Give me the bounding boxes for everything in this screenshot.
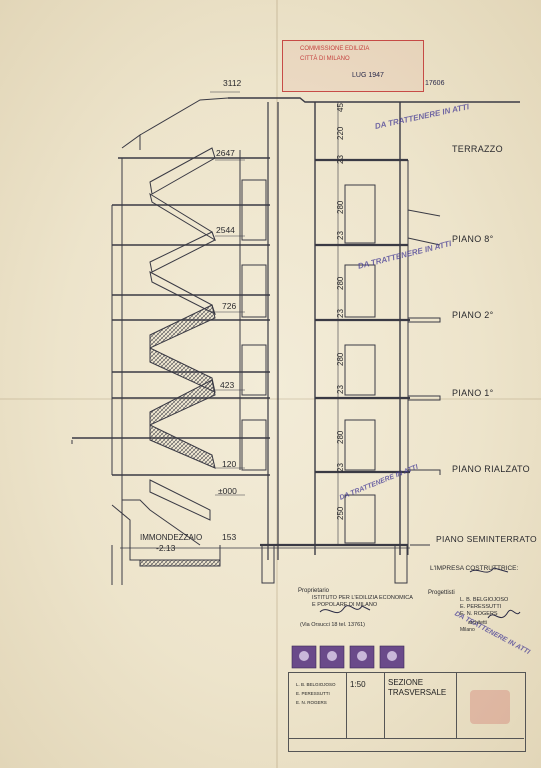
designer-name: E. N. ROGERS — [296, 700, 327, 705]
stamp-line1: COMMISSIONE EDILIZIA — [300, 46, 370, 52]
red-ink-mark — [470, 690, 510, 724]
designer-list: L. B. BELGIOJOSO E. PERESSUTTI E. N. ROG… — [296, 680, 336, 707]
elevation-label: 726 — [222, 301, 237, 311]
elevation-label: 2647 — [216, 148, 235, 158]
owner-line2: E POPOLARE DI MILANO — [312, 602, 378, 608]
elevation-label: 120 — [222, 459, 237, 469]
drawing-title-line2: TRASVERSALE — [388, 688, 447, 697]
stamp-date: LUG 1947 — [352, 72, 384, 79]
floor-label: PIANO 2° — [452, 310, 494, 320]
paper-fold-horizontal — [0, 398, 541, 400]
elevation-label: ±000 — [218, 486, 237, 496]
elevation-label: 2544 — [216, 225, 235, 235]
title-block-col1 — [288, 672, 347, 738]
designer-name: L. B. BELGIOJOSO — [460, 597, 509, 603]
owner-line1: ISTITUTO PER L'EDILIZIA ECONOMICA — [312, 595, 413, 601]
drawing-title-line1: SEZIONE — [388, 678, 424, 687]
floor-label: PIANO SEMINTERRATO — [436, 534, 537, 544]
approval-stamp — [282, 40, 424, 92]
floor-label: PIANO 1° — [452, 388, 494, 398]
designer-name: E. N. ROGERS — [460, 611, 498, 617]
title-block — [288, 672, 526, 752]
elevation-label: 423 — [220, 380, 235, 390]
owner-label: Proprietario — [298, 588, 330, 594]
designer-name: L. B. BELGIOJOSO — [296, 682, 336, 687]
elevation-label: 3112 — [223, 78, 242, 88]
owner-address: (Via Orsucci 18 tel. 13761) — [300, 622, 366, 628]
title-block-footer — [288, 738, 524, 739]
title-block-col3 — [384, 672, 457, 738]
floor-label: PIANO 8° — [452, 234, 494, 244]
dimension: 153 — [222, 532, 237, 542]
elevation-label: -2.13 — [156, 543, 176, 553]
scale-value: 1:50 — [350, 680, 366, 689]
room-label: IMMONDEZZAIO — [140, 533, 203, 542]
paper-fold-vertical — [276, 0, 278, 768]
stamp-line2: CITTÀ DI MILANO — [300, 56, 350, 62]
floor-label: TERRAZZO — [452, 144, 503, 154]
designer-name: E. PERESSUTTI — [296, 691, 330, 696]
contractor-label: L'IMPRESA COSTRUTTRICE: — [430, 565, 519, 572]
title-block-col2 — [346, 672, 385, 738]
stamp-number: 17606 — [425, 80, 445, 87]
designer-name: E. PERESSUTTI — [460, 604, 502, 610]
floor-label: PIANO RIALZATO — [452, 464, 530, 474]
designers-label: Progettisti — [428, 590, 455, 596]
designer-city: Milano — [460, 627, 475, 633]
designer-role: architetti — [468, 620, 487, 626]
